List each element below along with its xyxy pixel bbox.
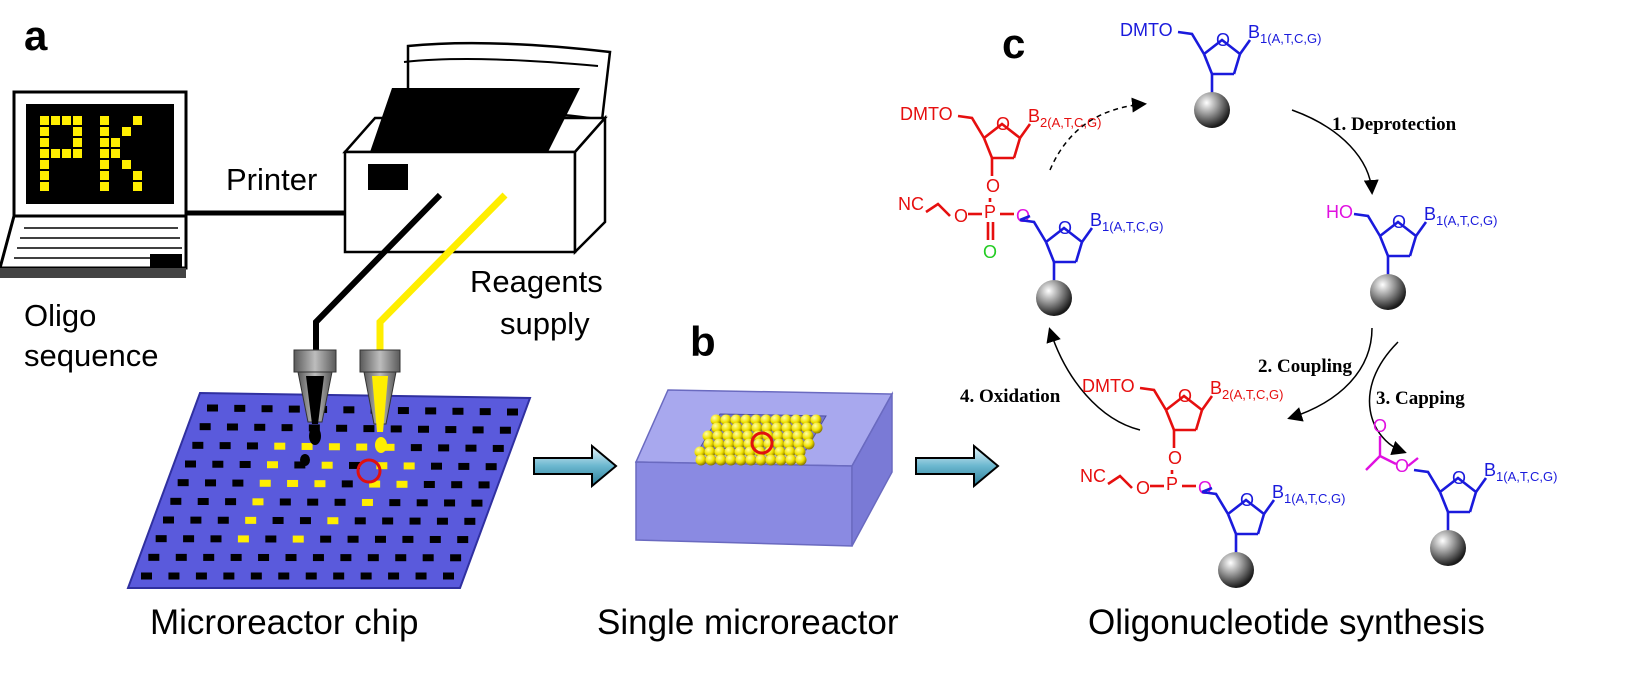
cyanoethyl-oxygen: O [1136, 478, 1150, 498]
base-label: B1(A,T,C,G) [1424, 204, 1497, 228]
capping-carbonyl-oxygen: O [1373, 416, 1387, 436]
oligo-label-line2: sequence [24, 338, 158, 373]
arrow-oxidation [1046, 327, 1141, 431]
panel-label-a: a [24, 12, 48, 59]
arrow-coupling [1287, 327, 1373, 422]
solid-support-bead [1430, 530, 1466, 566]
ring-oxygen: O [996, 114, 1010, 134]
caption-oligonucleotide-synthesis: Oligonucleotide synthesis [1088, 603, 1485, 642]
printer-label: Printer [226, 162, 317, 197]
phosphate-oxygen: O [1168, 448, 1182, 468]
ring-oxygen: O [1058, 218, 1072, 238]
dmto-label: DMTO [1082, 376, 1135, 396]
yellow-nozzle [359, 349, 401, 453]
panel-label-b: b [690, 318, 716, 365]
base-label: B1(A,T,C,G) [1248, 22, 1321, 46]
yellow-reagent-tube [376, 192, 508, 352]
cyanoethyl-oxygen: O [954, 206, 968, 226]
solid-support-bead [1218, 552, 1254, 588]
arrow-a-to-b [533, 443, 618, 489]
printer-icon [342, 41, 612, 256]
step-oxidation: 4. Oxidation [960, 386, 1061, 407]
nc-label: NC [898, 194, 924, 214]
black-nozzle [293, 349, 337, 466]
screen-pk-pixel-text [40, 116, 142, 191]
reagents-label-line2: supply [500, 306, 590, 341]
structure-deprotected: O B1(A,T,C,G) HO [1326, 202, 1497, 310]
ring-oxygen: O [1392, 212, 1406, 232]
ho-label: HO [1326, 202, 1353, 222]
solid-support-bead [1194, 92, 1230, 128]
chip-wells [141, 404, 518, 580]
dmto-label: DMTO [900, 104, 953, 124]
step-capping: 3. Capping [1376, 388, 1465, 409]
solid-support-bead [1370, 274, 1406, 310]
microreactor-chip [126, 391, 532, 589]
oxo-oxygen: O [983, 242, 997, 262]
highlight-circle-chip [356, 458, 382, 484]
yellow-bead-pile [694, 414, 823, 466]
ring-oxygen: O [1216, 30, 1230, 50]
dmto-label: DMTO [1120, 20, 1173, 40]
step-coupling: 2. Coupling [1258, 356, 1352, 377]
phosphorus-label: P [984, 202, 996, 222]
chem-structures: O B1(A,T,C,G) DMTO O B1(A,T,C,G) HO O B1(A,T,C,… [898, 20, 1557, 588]
caption-single-microreactor: Single microreactor [597, 603, 899, 642]
structure-dmt-nucleoside: O B1(A,T,C,G) DMTO [1120, 20, 1321, 128]
base-label: B2(A,T,C,G) [1210, 378, 1283, 402]
base-label: B1(A,T,C,G) [1484, 460, 1557, 484]
nc-label: NC [1080, 466, 1106, 486]
panel-label-c: c [1002, 20, 1025, 67]
arrow-capping [1368, 341, 1407, 456]
phosphorus-label: P [1166, 474, 1178, 494]
reagents-label-line1: Reagents [470, 264, 603, 299]
arrow-b-to-c [915, 443, 1000, 489]
laptop-icon [0, 90, 188, 278]
base-label: B2(A,T,C,G) [1028, 106, 1101, 130]
base-label: B1(A,T,C,G) [1272, 482, 1345, 506]
ring-oxygen: O [1452, 468, 1466, 488]
step-deprotection: 1. Deprotection [1332, 114, 1457, 135]
ring-oxygen: O [1178, 386, 1192, 406]
solid-support-bead [1036, 280, 1072, 316]
oligo-label-line1: Oligo [24, 298, 96, 333]
phosphate-oxygen: O [986, 176, 1000, 196]
arrow-deprotection [1291, 109, 1379, 195]
caption-microreactor-chip: Microreactor chip [150, 603, 418, 642]
ring-oxygen: O [1240, 490, 1254, 510]
black-ink-tube [313, 192, 443, 352]
highlight-circle-reactor [750, 431, 774, 455]
capping-ester-oxygen: O [1395, 456, 1409, 476]
arrow-cycle-return [1049, 97, 1147, 171]
single-microreactor [634, 389, 894, 547]
base-label: B1(A,T,C,G) [1090, 210, 1163, 234]
